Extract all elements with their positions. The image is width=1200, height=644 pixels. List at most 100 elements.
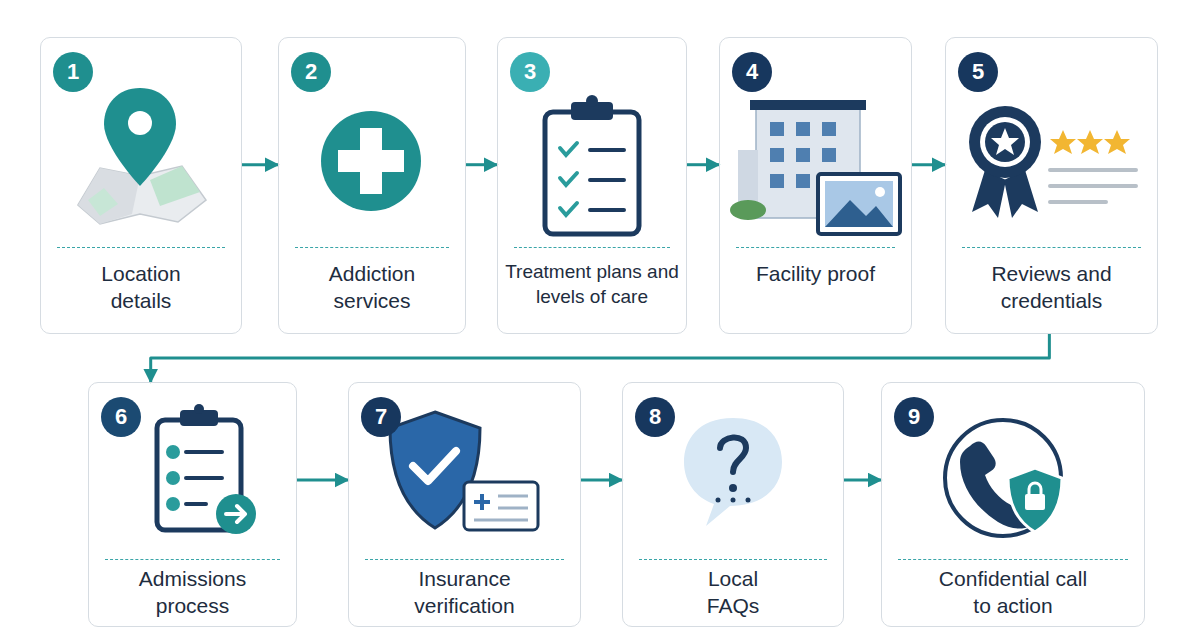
- building-icon-part-part: [822, 122, 836, 136]
- step-number-badge: 5: [958, 52, 998, 92]
- building-icon-part-part: [770, 122, 784, 136]
- medical-cross-icon-part: [338, 128, 404, 194]
- flow-arrow: [297, 479, 348, 482]
- clipboard-arrow-icon-part: [226, 506, 245, 522]
- callout-number: 7: [375, 406, 387, 428]
- building-icon-part-part: [796, 122, 810, 136]
- map-pin-icon-part: [128, 111, 152, 135]
- building-icon-part-part: [770, 148, 784, 162]
- clipboard-arrow-icon-part: [186, 452, 222, 504]
- clipboard-arrow-icon-part: [216, 494, 256, 534]
- building-icon-part: [730, 200, 766, 220]
- step-label: Treatment plans and levels of care: [500, 260, 684, 309]
- award-icon-part: [1050, 170, 1136, 202]
- step-label: Reviews and credentials: [962, 260, 1142, 315]
- step-card: Facility proof 4: [719, 37, 912, 334]
- building-icon: [730, 100, 900, 234]
- question-bubble-icon-part: [729, 484, 737, 492]
- clipboard-icon-part: [560, 143, 577, 215]
- question-bubble-icon-part: [720, 437, 746, 472]
- step-label: Local FAQs: [683, 565, 783, 620]
- award-icon-part: [1050, 130, 1130, 154]
- map-pin-icon-part: [150, 166, 200, 206]
- medical-cross-icon: [321, 111, 421, 211]
- award-icon-part: [991, 128, 1019, 155]
- dashed-divider: [105, 559, 280, 560]
- building-icon-part: [750, 100, 866, 110]
- phone-lock-icon-part: [1008, 468, 1062, 532]
- step-label: Admissions process: [118, 565, 268, 620]
- map-pin-icon: [78, 88, 206, 224]
- flow-arrow: [242, 163, 278, 166]
- dashed-divider: [365, 559, 564, 560]
- dashed-divider: [295, 247, 449, 248]
- building-icon-part-part: [796, 148, 810, 162]
- flow-arrow: [151, 334, 1050, 382]
- shield-card-icon-part: [474, 494, 490, 510]
- phone-lock-icon-part: [945, 420, 1061, 536]
- callout-number: 2: [305, 61, 317, 83]
- step-label: Confidential call to action: [928, 565, 1098, 620]
- building-icon-part: [818, 174, 900, 234]
- callout-number: 6: [115, 406, 127, 428]
- callout-number: 3: [524, 61, 536, 83]
- step-card: Insurance verification 7: [348, 382, 581, 627]
- callout-number: 9: [908, 406, 920, 428]
- clipboard-arrow-icon-part: [166, 497, 180, 511]
- step-number-badge: 4: [732, 52, 772, 92]
- question-bubble-icon: [684, 418, 782, 526]
- callout-number: 5: [972, 61, 984, 83]
- clipboard-icon-part: [545, 112, 639, 234]
- award-icon-part: [980, 117, 1030, 167]
- shield-card-icon-part: [413, 451, 456, 481]
- step-card: Confidential call to action 9: [881, 382, 1145, 627]
- building-icon-part: [875, 187, 885, 197]
- award-icon: [969, 106, 1136, 218]
- map-pin-icon-part: [78, 168, 140, 224]
- step-label: Facility proof: [756, 260, 876, 287]
- phone-lock-icon-part: [1029, 483, 1041, 494]
- map-pin-icon-part: [104, 88, 176, 186]
- step-card: Admissions process 6: [88, 382, 297, 627]
- step-number-badge: 2: [291, 52, 331, 92]
- award-icon-part-part: [1077, 130, 1103, 154]
- step-card: Local FAQs 8: [622, 382, 844, 627]
- award-icon-part: [985, 122, 1025, 162]
- step-number-badge: 3: [510, 52, 550, 92]
- step-number-badge: 9: [894, 397, 934, 437]
- step-label: Insurance verification: [390, 565, 540, 620]
- flow-arrow: [912, 163, 945, 166]
- clipboard-icon-part: [590, 150, 624, 210]
- dashed-divider: [736, 247, 895, 248]
- callout-number: 1: [67, 61, 79, 83]
- question-bubble-icon-part: [746, 498, 751, 503]
- clipboard-arrow-icon-part: [166, 445, 180, 459]
- clipboard-arrow-icon: [157, 404, 256, 534]
- step-number-badge: 7: [361, 397, 401, 437]
- phone-lock-icon: [945, 420, 1062, 536]
- phone-lock-icon-part: [1025, 494, 1045, 510]
- clipboard-icon-part: [586, 95, 598, 107]
- building-icon-part-part: [822, 148, 836, 162]
- step-number-badge: 1: [53, 52, 93, 92]
- dashed-divider: [898, 559, 1128, 560]
- question-bubble-icon-part: [731, 498, 736, 503]
- building-icon-part: [825, 200, 893, 227]
- step-number-badge: 8: [635, 397, 675, 437]
- shield-card-icon: [390, 412, 538, 530]
- clipboard-arrow-icon-part: [166, 471, 180, 485]
- flow-arrow: [581, 479, 622, 482]
- step-label: Location details: [71, 260, 211, 315]
- clipboard-arrow-icon-part: [194, 404, 204, 414]
- shield-card-icon-part: [474, 496, 528, 520]
- building-icon-part-part: [770, 174, 784, 188]
- medical-cross-icon-part: [321, 111, 421, 211]
- dashed-divider: [962, 247, 1141, 248]
- award-icon-part-part: [1104, 130, 1130, 154]
- dashed-divider: [57, 247, 225, 248]
- step-card: Location details 1: [40, 37, 242, 334]
- callout-number: 8: [649, 406, 661, 428]
- step-label: Addiction services: [292, 260, 452, 315]
- question-bubble-icon-part: [684, 418, 782, 526]
